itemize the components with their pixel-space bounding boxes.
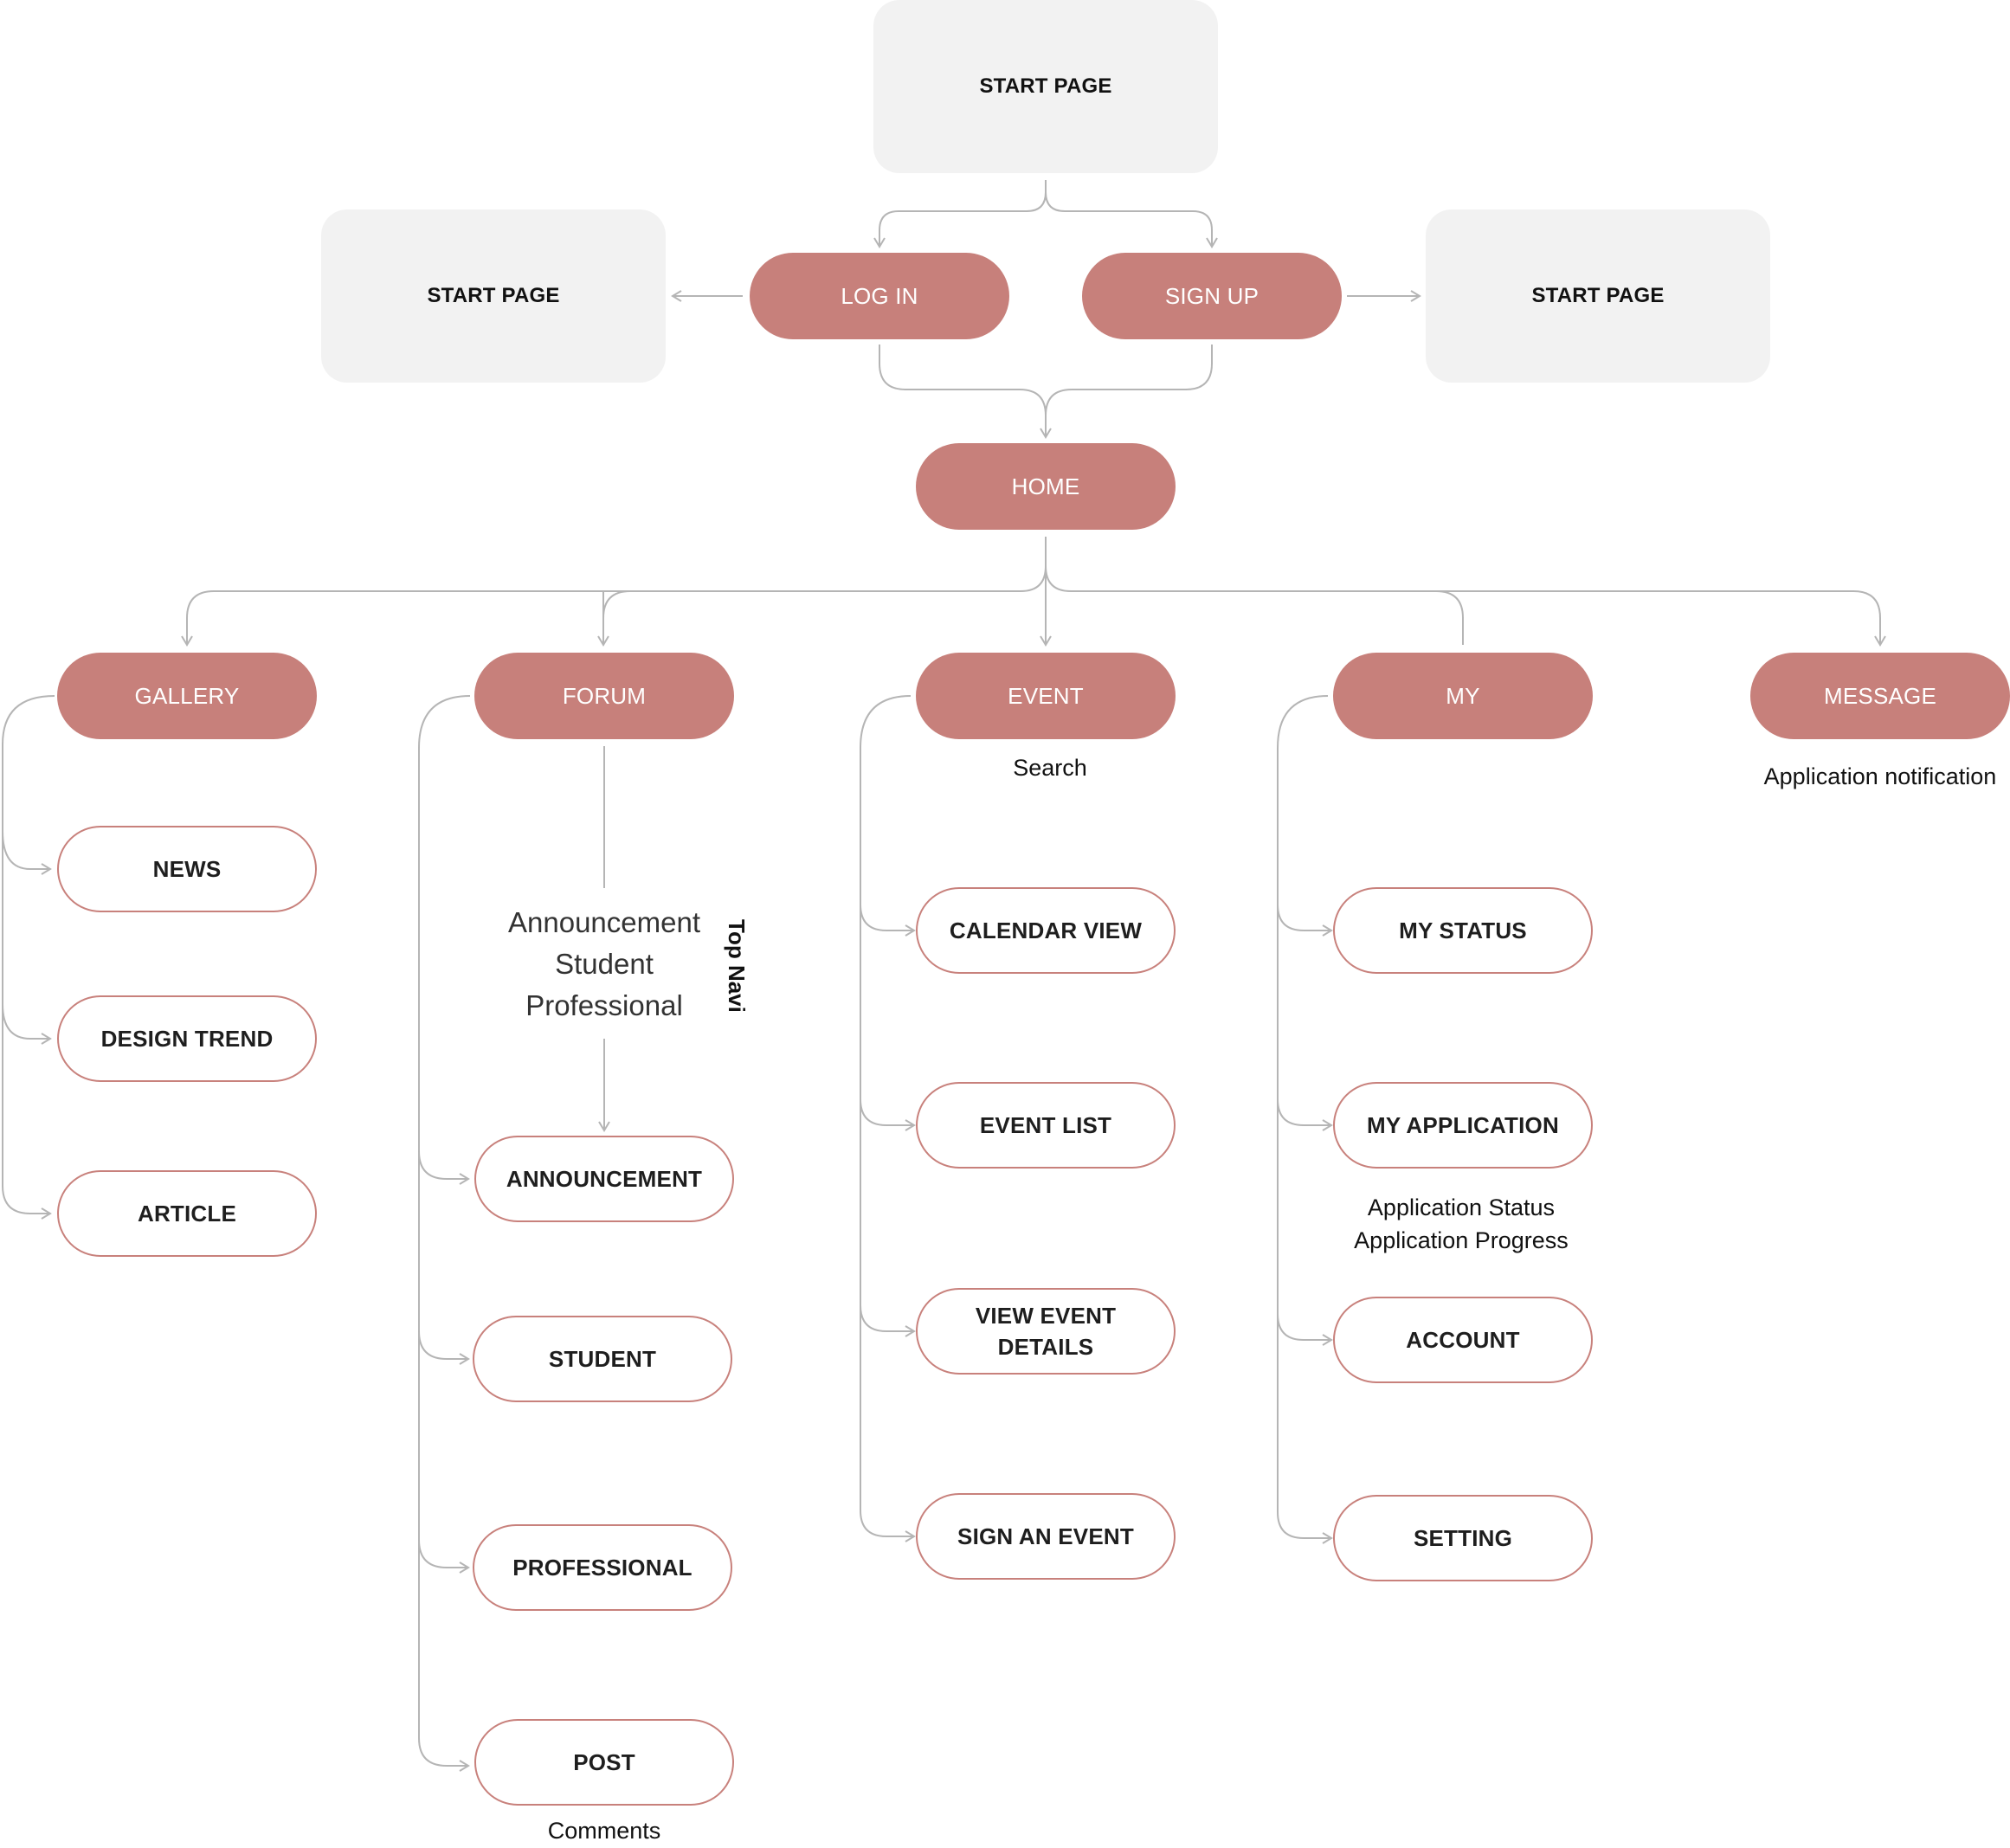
sign-an-event-node: SIGN AN EVENT [916,1493,1176,1580]
start-page-top: START PAGE [873,0,1218,173]
start-page-left: START PAGE [321,209,666,383]
my-application-node: MY APPLICATION [1333,1082,1593,1169]
signup-node: SIGN UP [1082,253,1342,339]
message-node: MESSAGE [1750,653,2010,739]
article-node: ARTICLE [57,1170,317,1257]
gallery-node: GALLERY [57,653,317,739]
post-node: POST [474,1719,734,1806]
forum-top-nav-professional: Professional [525,989,683,1021]
announcement-node: ANNOUNCEMENT [474,1136,734,1222]
my-status-node: MY STATUS [1333,887,1593,974]
post-comments-note: Comments [547,1818,661,1844]
forum-top-nav-student: Student [555,948,654,980]
event-node: EVENT [916,653,1176,739]
home-node: HOME [916,443,1176,530]
professional-node: PROFESSIONAL [473,1524,732,1611]
event-list-node: EVENT LIST [916,1082,1176,1169]
design-trend-node: DESIGN TREND [57,995,317,1082]
top-navi-label: Top Navi [724,919,750,1013]
event-search-note: Search [1013,755,1087,781]
my-node: MY [1333,653,1593,739]
application-progress-text: Application Progress [1354,1227,1569,1253]
view-event-details-line2: DETAILS [997,1334,1094,1360]
student-node: STUDENT [473,1316,732,1402]
application-status-text: Application Status [1367,1194,1556,1220]
start-page-right: START PAGE [1426,209,1770,383]
view-event-details-node: VIEW EVENT DETAILS [916,1288,1176,1375]
message-notification-note: Application notification [1763,763,1997,789]
login-node: LOG IN [750,253,1009,339]
forum-top-nav-list: Announcement Student Professional [474,902,734,1027]
application-status-note: Application Status Application Progress [1331,1191,1591,1257]
forum-node: FORUM [474,653,734,739]
setting-node: SETTING [1333,1495,1593,1581]
news-node: NEWS [57,826,317,912]
calendar-view-node: CALENDAR VIEW [916,887,1176,974]
account-node: ACCOUNT [1333,1297,1593,1383]
forum-top-nav-announcement: Announcement [508,906,700,938]
view-event-details-line1: VIEW EVENT [975,1303,1117,1329]
